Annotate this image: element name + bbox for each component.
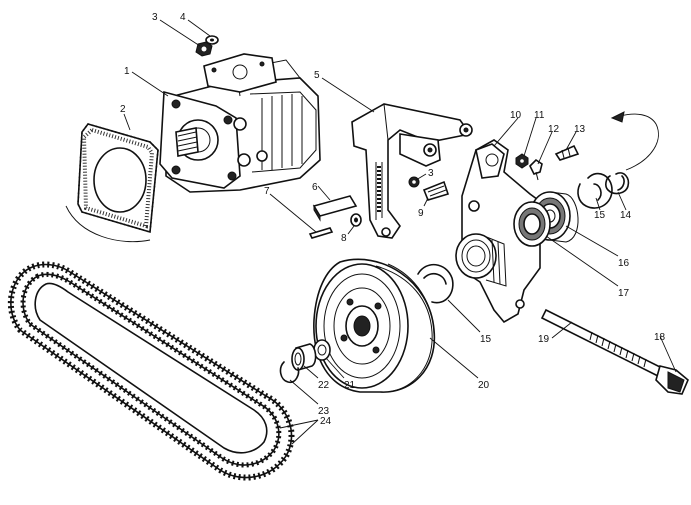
- screw-shaft-parts-18-19: [540, 308, 689, 395]
- label-4: 4: [180, 12, 186, 23]
- label-17: 17: [618, 288, 630, 299]
- washer-part-8: [350, 213, 362, 227]
- snap-ring-part-15-lower: [417, 263, 454, 304]
- label-16: 16: [618, 258, 630, 269]
- gasket-part-2: [65, 123, 159, 243]
- label-14: 14: [620, 210, 632, 221]
- snap-ring-part-14: [605, 172, 630, 195]
- label-11: 11: [534, 110, 545, 121]
- part-labels: 1 2 3 4 5 6 7 8 3 9 10 11 12 13 14 15 16…: [120, 12, 666, 427]
- label-8: 8: [341, 233, 347, 244]
- label-2: 2: [120, 104, 126, 115]
- nut-bolt-parts-3-9: [408, 176, 450, 201]
- pulley-part-20: [313, 258, 436, 393]
- leader-lines: [123, 19, 677, 445]
- nut-washer-parts-3-4: [195, 35, 219, 57]
- label-12: 12: [548, 124, 560, 135]
- bracket-part-5: [351, 103, 473, 239]
- v-belts-part-24: [8, 261, 295, 481]
- bushing-part-22: [291, 343, 317, 372]
- label-24: 24: [320, 416, 332, 427]
- label-15-lower: 15: [480, 334, 492, 345]
- label-5: 5: [314, 70, 320, 81]
- label-19: 19: [538, 334, 550, 345]
- label-1: 1: [124, 66, 130, 77]
- label-3-top: 3: [152, 12, 158, 23]
- snap-ring-part-23: [279, 361, 300, 384]
- label-20: 20: [478, 380, 490, 391]
- label-3-mid: 3: [428, 168, 434, 179]
- rotation-arrow: [610, 111, 659, 171]
- pin-part-7: [308, 227, 334, 239]
- label-15-upper: 15: [594, 210, 606, 221]
- fasteners-parts-11-12-13: [515, 144, 580, 181]
- key-part-6: [312, 195, 358, 222]
- label-13: 13: [574, 124, 586, 135]
- label-21: 21: [344, 380, 356, 391]
- label-7: 7: [264, 186, 270, 197]
- bearing-part-17: [513, 201, 551, 247]
- label-18: 18: [654, 332, 666, 343]
- label-6: 6: [312, 182, 318, 193]
- label-23: 23: [318, 406, 330, 417]
- label-22: 22: [318, 380, 330, 391]
- snap-ring-part-15-upper: [577, 172, 613, 209]
- housing-part-10: [455, 139, 557, 324]
- pump-part-1: [159, 53, 321, 193]
- label-9: 9: [418, 208, 424, 219]
- label-10: 10: [510, 110, 522, 121]
